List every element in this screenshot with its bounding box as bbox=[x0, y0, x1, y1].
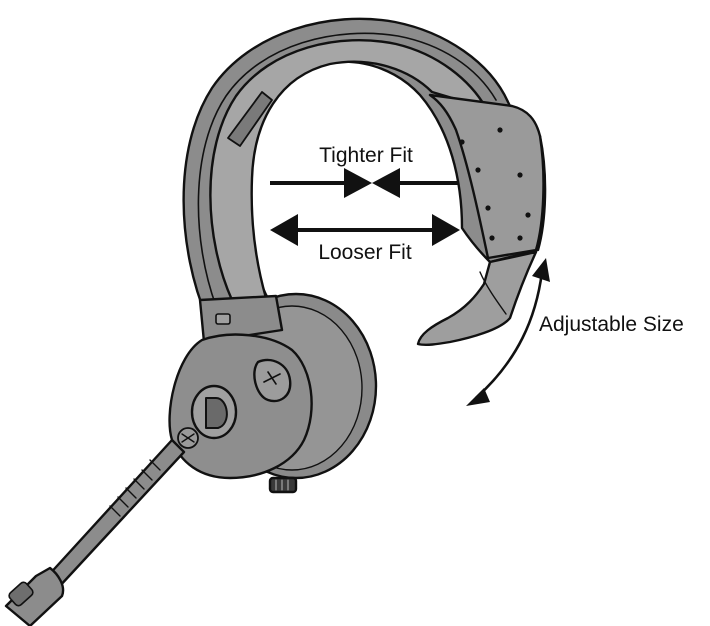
looser-right-head bbox=[432, 214, 460, 246]
joint-notch bbox=[215, 313, 231, 325]
tighter-fit-arrows bbox=[270, 168, 458, 198]
size-arrow-head-bottom bbox=[466, 388, 490, 406]
looser-fit-arrow bbox=[270, 214, 460, 246]
size-arrow-head-top bbox=[532, 258, 550, 282]
control-housing bbox=[168, 333, 313, 480]
dial-symbol bbox=[205, 397, 228, 429]
rocker-button bbox=[253, 358, 292, 403]
tighter-right-head bbox=[372, 168, 400, 198]
thumb-wheel-grip bbox=[275, 479, 289, 491]
looser-fit-label: Looser Fit bbox=[318, 241, 412, 264]
temple-pad bbox=[416, 250, 538, 347]
mic-grille bbox=[8, 581, 34, 607]
adjustable-size-label: Adjustable Size bbox=[539, 313, 684, 336]
tighter-fit-label: Tighter Fit bbox=[319, 144, 413, 167]
headband-slot bbox=[227, 91, 273, 147]
headset-illustration bbox=[4, 17, 547, 626]
small-button-mark bbox=[181, 433, 195, 443]
headband-pad bbox=[428, 93, 545, 260]
boom-arm bbox=[44, 438, 186, 590]
pad-rivets bbox=[459, 127, 531, 241]
tighter-left-head bbox=[344, 168, 372, 198]
mic-tip bbox=[4, 566, 65, 626]
rocker-mark bbox=[263, 371, 281, 385]
thumb-wheel bbox=[268, 476, 298, 494]
looser-left-head bbox=[270, 214, 298, 246]
band-joint bbox=[198, 294, 284, 344]
size-arrow-curve bbox=[475, 271, 544, 399]
headband-edge-line bbox=[197, 32, 497, 307]
temple-pad-ridge bbox=[479, 271, 507, 315]
boom-ribs bbox=[109, 459, 161, 517]
adjustable-size-arrow bbox=[466, 258, 550, 406]
